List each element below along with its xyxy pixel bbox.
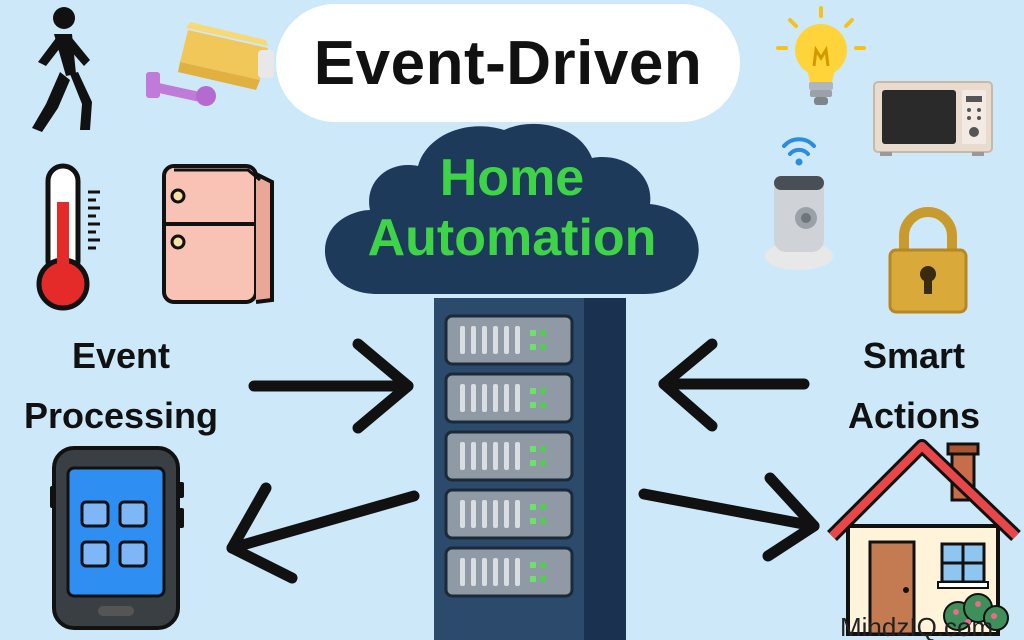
title-pill: Event-Driven (276, 4, 740, 122)
right-label-line1: Smart (862, 335, 966, 376)
light-bulb-icon (776, 6, 866, 105)
smart-actions-label: Smart Actions (826, 326, 1002, 446)
center-title-line1: Home (439, 149, 585, 207)
refrigerator-icon (162, 164, 274, 304)
padlock-icon (888, 207, 968, 314)
center-title-line2: Automation (367, 209, 657, 267)
server-unit (444, 546, 574, 598)
walking-person-icon (32, 7, 92, 132)
right-label-line2: Actions (847, 395, 980, 436)
event-processing-label: Event Processing (8, 326, 234, 446)
watermark: MindzIQ.com (840, 612, 994, 640)
cloud-text-group: Home Automation (318, 118, 706, 296)
arrow-left-to-server (248, 338, 414, 434)
diagram-title: Event-Driven (313, 28, 703, 98)
left-label-line2: Processing (23, 395, 219, 436)
left-label-line1: Event (71, 335, 171, 376)
house-icon (827, 439, 1021, 636)
microwave-icon (873, 81, 993, 156)
server-unit (444, 372, 574, 424)
server-rack-icon (434, 298, 626, 640)
smartphone-icon (50, 446, 184, 630)
server-unit (444, 430, 574, 482)
server-unit (444, 314, 574, 366)
security-camera-icon (146, 22, 274, 106)
server-unit (444, 488, 574, 540)
arrow-right-to-server (658, 338, 810, 432)
thermometer-icon (36, 163, 100, 311)
smart-speaker-icon (765, 137, 833, 270)
arrow-server-to-phone (226, 482, 420, 584)
cloud-shape (324, 123, 699, 294)
arrow-server-to-house (638, 472, 820, 562)
